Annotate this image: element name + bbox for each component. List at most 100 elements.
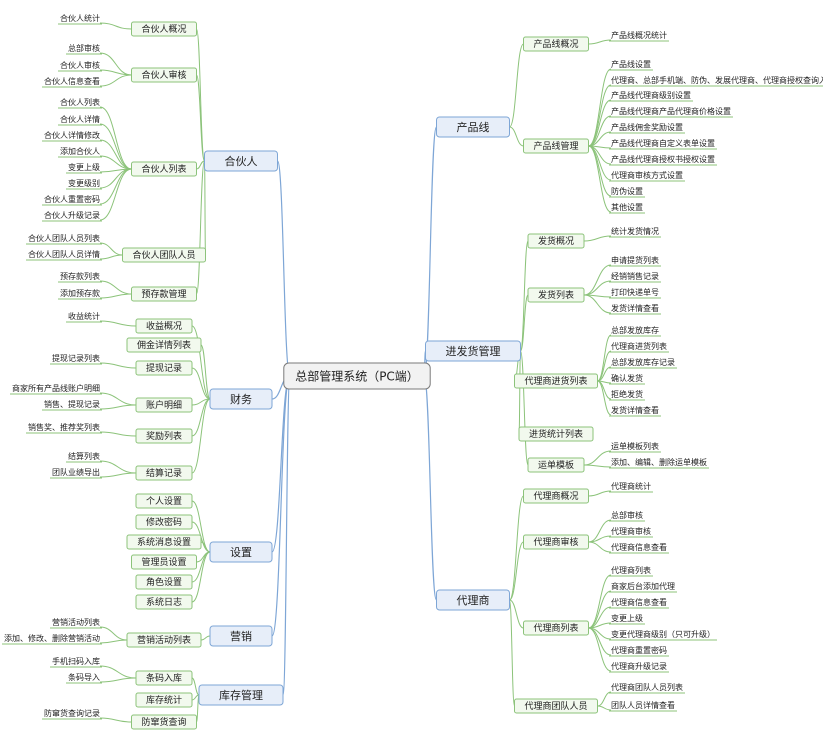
right-leaf-productline-r2-6: 产品线代理商授权书授权设置: [609, 154, 717, 166]
left-sub-f3[interactable]: 提现记录: [135, 360, 193, 376]
connector-line: [509, 43, 524, 128]
left-branch-inventory[interactable]: 库存管理: [198, 684, 284, 706]
right-leaf-shipping-d3-1: 代理商进货列表: [609, 341, 669, 353]
left-sub-i1-box: [135, 670, 193, 686]
connector-line: [99, 168, 132, 221]
left-sub-f6[interactable]: 结算记录: [135, 465, 193, 481]
right-sub-d4[interactable]: 进货统计列表: [518, 426, 594, 442]
connector-line: [588, 145, 612, 213]
left-leaf-finance-f5-0-label: 销售奖、推荐奖列表: [28, 422, 100, 432]
right-sub-a2[interactable]: 代理商审核: [523, 534, 589, 550]
left-sub-s1-label: 个人设置: [146, 496, 182, 507]
right-sub-d1[interactable]: 发货概况: [527, 233, 585, 249]
right-sub-d5[interactable]: 运单模板: [527, 457, 585, 473]
connector-line: [204, 160, 206, 256]
connector-line: [509, 495, 524, 601]
connector-line: [200, 344, 211, 400]
left-leaf-partner-p3-0-label: 合伙人列表: [60, 97, 100, 107]
left-sub-f2-box: [126, 337, 202, 353]
left-sub-f2-label: 佣金详情列表: [137, 339, 191, 351]
left-sub-p2[interactable]: 合伙人审核: [131, 67, 197, 83]
left-leaf-partner-p4-0-label: 合伙人团队人员列表: [28, 233, 100, 243]
right-leaf-productline-r2-0: 产品线设置: [609, 59, 653, 71]
left-sub-p5-box: [131, 286, 197, 302]
left-sub-i3[interactable]: 防窜货查询: [131, 714, 197, 730]
connector-line: [99, 472, 137, 478]
left-branch-settings[interactable]: 设置: [209, 541, 273, 563]
right-branch-productline[interactable]: 产品线: [436, 116, 510, 138]
left-leaf-inventory-i1-0: 手机扫码入库: [50, 656, 102, 668]
left-sub-s5[interactable]: 角色设置: [135, 574, 193, 590]
right-leaf-agent-a2-2: 代理商信息查看: [609, 542, 669, 554]
left-sub-p1[interactable]: 合伙人概况: [131, 21, 197, 37]
left-sub-p5[interactable]: 预存款管理: [131, 286, 197, 302]
left-leaf-partner-p3-0: 合伙人列表: [58, 97, 102, 109]
right-leaf-agent-a3-2-label: 代理商信息查看: [611, 597, 667, 607]
left-sub-i2-label: 库存统计: [146, 694, 182, 706]
right-branch-shipping[interactable]: 进发货管理: [425, 340, 521, 362]
left-leaf-partner-p4-1-label: 合伙人团队人员详情: [28, 249, 100, 259]
right-sub-r2[interactable]: 产品线管理: [523, 138, 589, 154]
left-sub-f5[interactable]: 奖励列表: [135, 428, 193, 444]
right-branch-agent[interactable]: 代理商: [436, 589, 510, 611]
connector-line: [99, 677, 137, 683]
right-sub-d1-label: 发货概况: [538, 235, 574, 247]
right-sub-a4[interactable]: 代理商团队人员: [514, 698, 598, 714]
left-branch-partner-box: [204, 150, 278, 172]
right-leaf-shipping-d3-0: 总部发放库存: [609, 325, 661, 337]
connector-line: [191, 367, 211, 400]
right-sub-d2-label: 发货列表: [538, 289, 574, 301]
right-leaf-shipping-d3-1-label: 代理商进货列表: [611, 341, 667, 351]
left-branch-marketing[interactable]: 营销: [209, 625, 273, 647]
right-sub-r1[interactable]: 产品线概况: [523, 36, 589, 52]
right-leaf-shipping-d3-4: 拒绝发货: [609, 389, 645, 401]
left-branch-partner[interactable]: 合伙人: [204, 150, 278, 172]
left-sub-i2[interactable]: 库存统计: [135, 692, 193, 708]
connector-line: [99, 52, 132, 76]
right-leaf-productline-r2-9-label: 其他设置: [611, 202, 643, 212]
left-sub-m1[interactable]: 营销活动列表: [126, 632, 202, 648]
left-sub-s3[interactable]: 系统消息设置: [126, 534, 202, 550]
left-sub-s1[interactable]: 个人设置: [135, 493, 193, 509]
left-branch-finance[interactable]: 财务: [209, 388, 273, 410]
left-leaf-partner-p5-0-label: 预存款列表: [60, 271, 100, 281]
right-leaf-agent-a3-4: 变更代理商级别（只可升级）: [609, 629, 717, 641]
left-sub-f5-box: [135, 428, 193, 444]
left-sub-s6[interactable]: 系统日志: [135, 594, 193, 610]
right-sub-d2[interactable]: 发货列表: [527, 287, 585, 303]
left-sub-f1[interactable]: 收益概况: [135, 318, 193, 334]
left-sub-s2[interactable]: 修改密码: [135, 514, 193, 530]
connector-line: [509, 541, 524, 601]
right-leaf-agent-a3-2: 代理商信息查看: [609, 597, 669, 609]
connector-line: [191, 677, 200, 696]
right-leaf-agent-a2-0: 总部审核: [609, 510, 645, 522]
right-leaf-agent-a3-1: 商家后台添加代理: [609, 581, 677, 593]
root-node[interactable]: 总部管理系统（PC端）: [283, 362, 431, 390]
left-sub-f4[interactable]: 账户明细: [135, 397, 193, 413]
right-sub-a3[interactable]: 代理商列表: [523, 620, 589, 636]
right-leaf-agent-a3-6: 代理商升级记录: [609, 661, 669, 673]
left-branch-settings-box: [209, 541, 273, 563]
left-sub-p4[interactable]: 合伙人团队人员: [122, 247, 206, 263]
left-sub-f6-label: 结算记录: [146, 467, 182, 479]
left-sub-f3-box: [135, 360, 193, 376]
left-sub-p4-box: [122, 247, 206, 263]
left-branch-inventory-label: 库存管理: [219, 688, 263, 702]
left-leaf-finance-f3-0: 提现记录列表: [50, 353, 102, 365]
right-leaf-agent-a2-1: 代理商审核: [609, 526, 653, 538]
connector-line: [588, 68, 612, 147]
left-leaf-partner-p1-0: 合伙人统计: [58, 13, 102, 25]
connector-line: [423, 375, 438, 601]
left-sub-i1[interactable]: 条码入库: [135, 670, 193, 686]
connector-line: [583, 294, 612, 314]
left-sub-i2-box: [135, 692, 193, 708]
left-sub-p3[interactable]: 合伙人列表: [131, 161, 197, 177]
left-leaf-partner-p3-5: 变更级别: [66, 178, 102, 190]
left-sub-f2[interactable]: 佣金详情列表: [126, 337, 202, 353]
right-sub-r1-label: 产品线概况: [533, 38, 578, 50]
right-sub-a1[interactable]: 代理商概况: [523, 488, 589, 504]
left-sub-s4[interactable]: 管理员设置: [131, 554, 197, 570]
right-sub-r1-box: [523, 36, 589, 52]
right-sub-d3[interactable]: 代理商进货列表: [514, 373, 598, 389]
